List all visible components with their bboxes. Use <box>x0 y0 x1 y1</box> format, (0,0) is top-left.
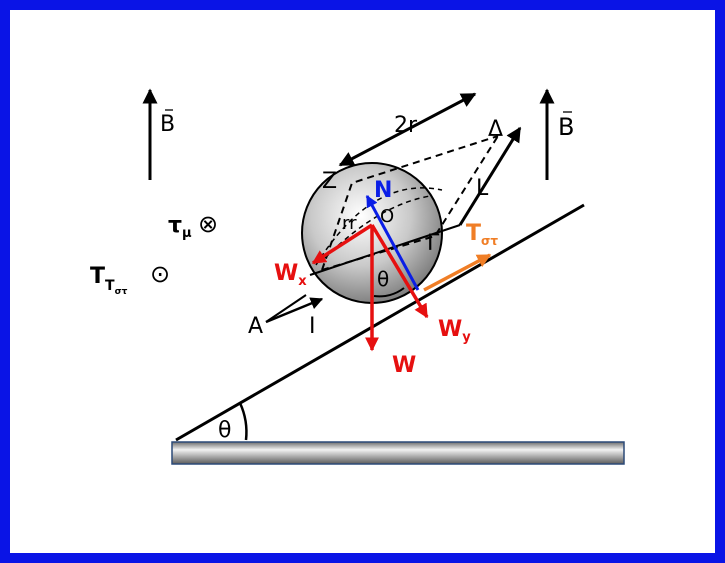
incline-angle-arc <box>238 402 248 441</box>
vertex-delta-label: Δ <box>488 117 503 142</box>
inner-angle-arc <box>373 287 405 298</box>
normal-arrow <box>365 194 420 291</box>
out-of-page-symbol: ⊙ <box>150 260 170 288</box>
weight-y-label: Wy <box>438 317 471 345</box>
center-o-label: O <box>380 206 394 227</box>
weight-y-arrow <box>370 224 429 319</box>
tau-mu-label: τμ <box>168 213 192 241</box>
field-label-right: B <box>558 113 574 141</box>
incline-angle-label: θ <box>218 418 231 443</box>
friction-label: Tστ <box>466 221 498 248</box>
current-arrow-ai <box>265 297 324 324</box>
vertex-gamma-label: Γ <box>427 231 440 256</box>
into-page-symbol: ⊗ <box>198 210 218 238</box>
dimension-l-arrow <box>458 126 522 226</box>
current-path-a <box>265 294 307 323</box>
dimension-2r-arrow <box>338 92 477 167</box>
weight-x-arrow <box>311 223 373 265</box>
vertex-a-label: A <box>248 314 263 339</box>
radius-rr-label: rr <box>342 213 357 234</box>
inner-angle-label: θ <box>377 267 389 291</box>
friction-arrow <box>423 253 492 292</box>
ground-slab <box>171 441 625 465</box>
normal-label: N <box>374 178 392 203</box>
incline-line <box>175 203 585 442</box>
vertex-i-label: I <box>309 314 316 339</box>
t-friction-torque-label: TTστ <box>90 264 128 297</box>
weight-label: W <box>392 353 416 378</box>
vertex-z-label: Z <box>322 169 337 194</box>
field-label-left: B <box>160 112 175 137</box>
dimension-l-label: L <box>476 176 489 201</box>
weight-x-label: Wx <box>274 261 307 289</box>
dimension-2r-label: 2r <box>394 113 418 138</box>
